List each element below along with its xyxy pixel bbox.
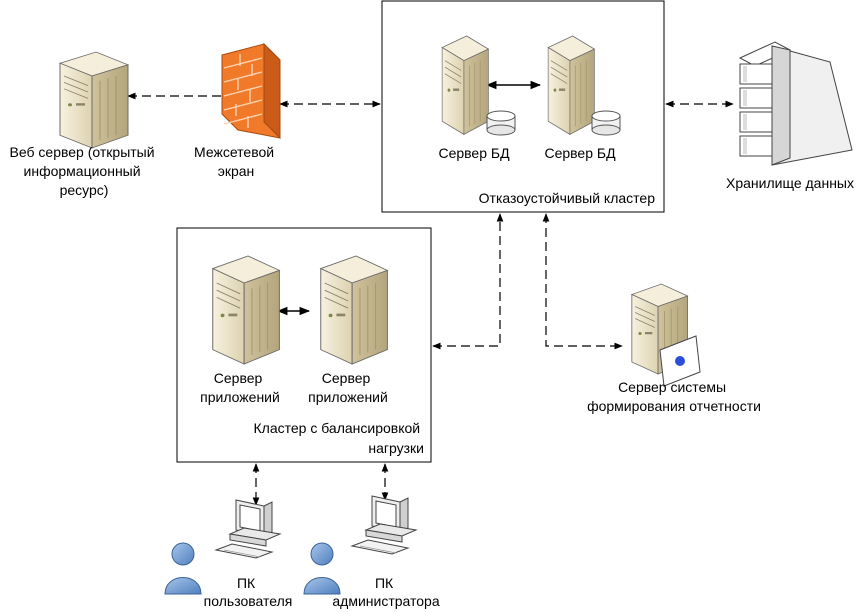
web-server-icon (59, 51, 129, 149)
app-server-2-label: Сервер приложений (308, 370, 388, 405)
user-pc-label: ПК пользователя (204, 575, 293, 609)
report-server-label: Сервер системы формирования отчетности (587, 379, 761, 414)
app-server-2-icon (320, 255, 388, 365)
app-server-1-label: Сервер приложений (200, 370, 280, 405)
db-server-2-label: Сервер БД (544, 145, 616, 161)
firewall-label: Межсетевой экран (194, 144, 278, 179)
edge-cluster-report (542, 213, 623, 350)
db-server-2-icon (547, 35, 621, 136)
db-server-1-label: Сервер БД (438, 145, 510, 161)
admin-person-icon (303, 542, 341, 595)
web-server-label: Веб сервер (открытый информационный ресу… (10, 144, 159, 198)
user-person-icon (164, 542, 202, 595)
app-server-1-icon (212, 255, 280, 365)
failover-cluster-box (381, 0, 665, 213)
data-storage-icon (738, 41, 853, 166)
data-storage-label: Хранилище данных (726, 175, 854, 191)
user-pc-icon (215, 499, 281, 559)
admin-pc-label: ПК администратора (332, 575, 439, 609)
edge-cluster-appcluster (432, 213, 504, 350)
load-balanced-cluster-label: Кластер с балансировкой нагрузки (254, 420, 425, 456)
report-server-icon (631, 283, 701, 387)
load-balanced-cluster-box (176, 227, 432, 463)
failover-cluster-label: Отказоустойчивый кластер (479, 190, 656, 206)
firewall-icon (221, 42, 281, 140)
admin-pc-icon (351, 495, 417, 555)
